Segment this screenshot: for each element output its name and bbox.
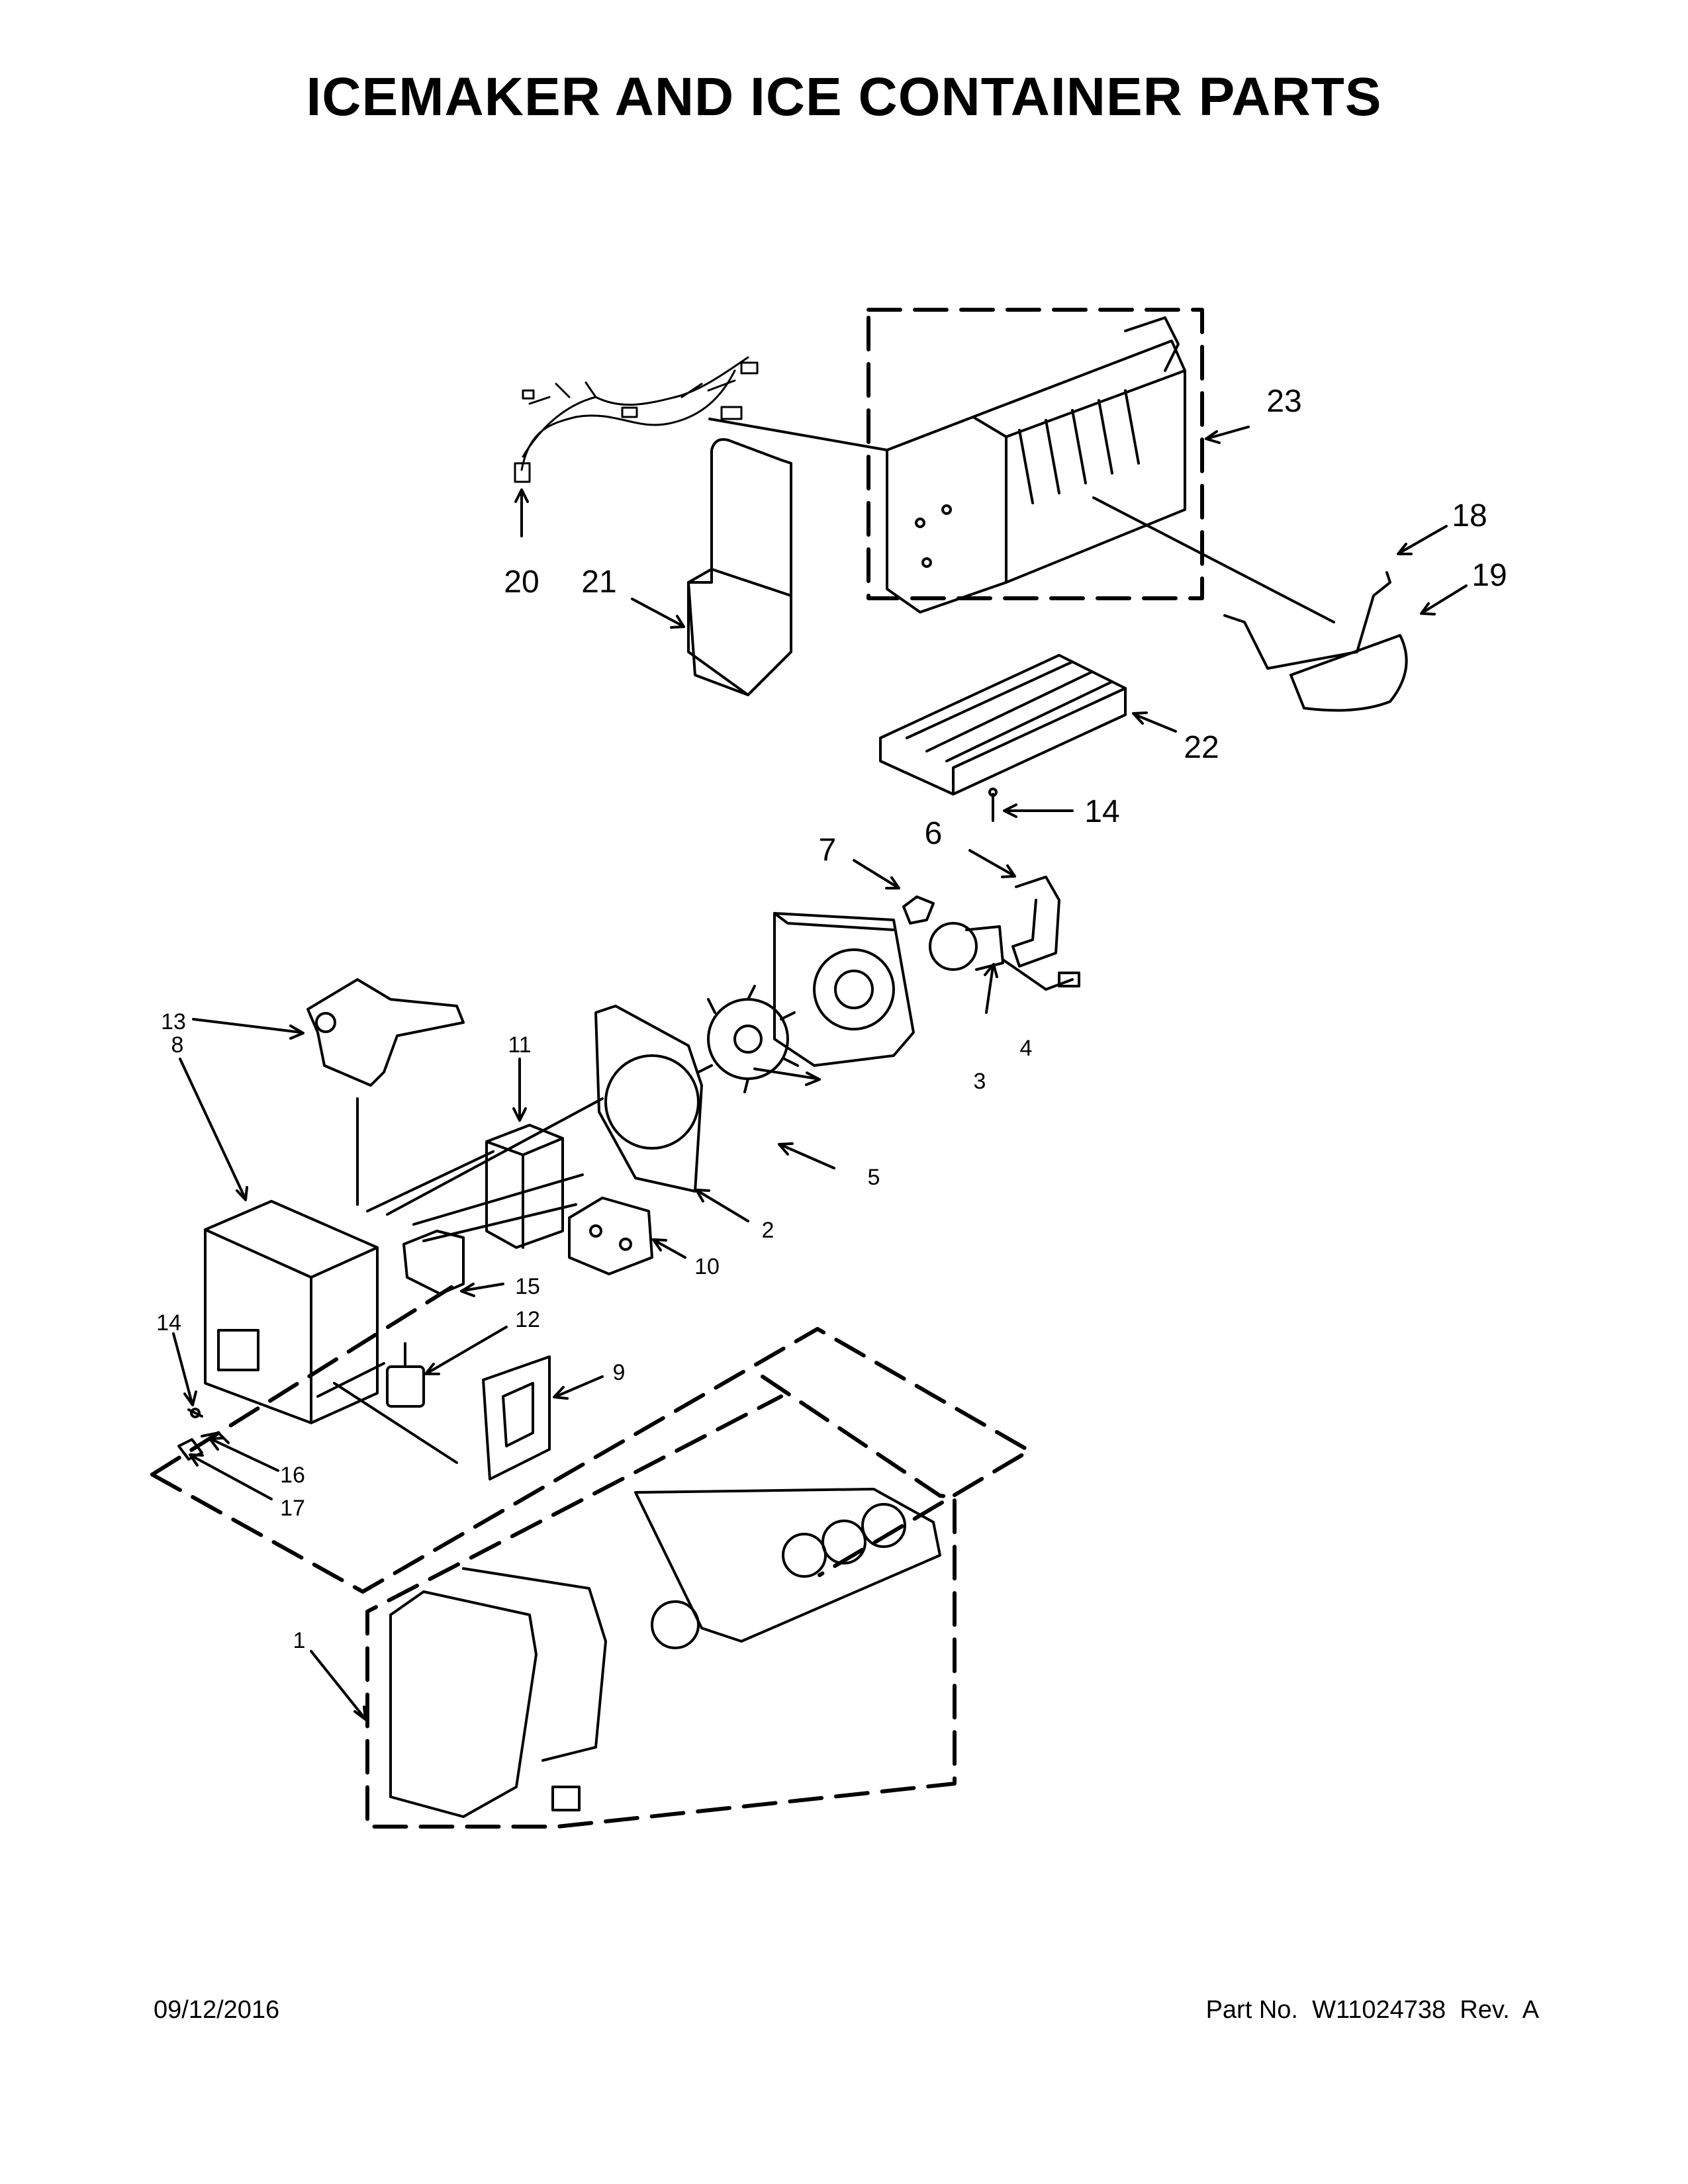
auger-motor-part: [568, 1197, 653, 1275]
callout-22: 22: [1184, 730, 1219, 765]
wing-nut-part: [177, 1438, 203, 1461]
ice-bin-part: [634, 1488, 941, 1649]
callout-2: 2: [762, 1218, 774, 1243]
callout-20: 20: [504, 565, 539, 600]
ice-chute-part: [306, 978, 465, 1087]
assembly-leader-lines: [316, 418, 1335, 1464]
motor-bracket-part: [1011, 876, 1060, 968]
callout-19: 19: [1472, 558, 1507, 593]
fan-housing-part: [773, 912, 915, 1067]
callout-3: 3: [974, 1069, 986, 1094]
screw-part-upper: [988, 788, 998, 822]
footer-part-number: Part No. W11024738 Rev. A: [1205, 1996, 1539, 2024]
fan-shroud-part: [594, 1005, 703, 1193]
callout-15: 15: [515, 1274, 540, 1299]
bail-arm-part: [1223, 571, 1391, 670]
callout-11: 11: [508, 1032, 531, 1058]
icemaker-cover-part: [687, 438, 792, 696]
screw-part-lower: [187, 1408, 203, 1418]
callout-labels: 20 21 23 18 19 22 14 6 7 13 8 11 3 4 5 2…: [156, 384, 1507, 1653]
callout-23: 23: [1266, 384, 1301, 419]
callout-4: 4: [1020, 1036, 1033, 1061]
callout-18: 18: [1452, 498, 1487, 533]
dispenser-dashed-box: [150, 1285, 1031, 1829]
fan-blade-part: [697, 985, 799, 1093]
switch-part: [402, 1230, 465, 1295]
clip-part: [201, 1432, 230, 1444]
dispenser-housing-part: [204, 1200, 379, 1424]
callout-14-upper: 14: [1084, 794, 1119, 829]
bezel-part: [482, 1355, 551, 1480]
front-cover-part: [1289, 634, 1408, 712]
callout-arrows: [172, 426, 1468, 1721]
solenoid-housing-part: [485, 1124, 564, 1249]
callout-14-lower: 14: [156, 1310, 181, 1336]
callout-16: 16: [280, 1463, 305, 1488]
wire-harness-part: [514, 356, 759, 483]
ice-bin-door-part: [389, 1567, 607, 1818]
callout-17: 17: [280, 1496, 305, 1521]
fan-motor-part: [929, 922, 1080, 991]
icemaker-part: [886, 316, 1186, 614]
callout-12: 12: [515, 1307, 540, 1332]
callout-5: 5: [868, 1165, 880, 1190]
callout-6: 6: [925, 816, 943, 851]
callout-7: 7: [819, 833, 837, 868]
solenoid-part: [386, 1342, 425, 1408]
callout-8: 8: [171, 1032, 184, 1058]
callout-1: 1: [293, 1628, 306, 1653]
callout-21: 21: [581, 565, 616, 600]
callout-13: 13: [161, 1009, 186, 1034]
icemaker-assembly-dashed-box: [867, 308, 1204, 600]
ice-mold-tray-part: [879, 654, 1127, 796]
grommet-part: [902, 895, 935, 925]
callout-10: 10: [694, 1254, 720, 1279]
footer-date: 09/12/2016: [154, 1996, 280, 2024]
callout-9: 9: [613, 1360, 626, 1385]
page-title: ICEMAKER AND ICE CONTAINER PARTS: [306, 67, 1382, 127]
